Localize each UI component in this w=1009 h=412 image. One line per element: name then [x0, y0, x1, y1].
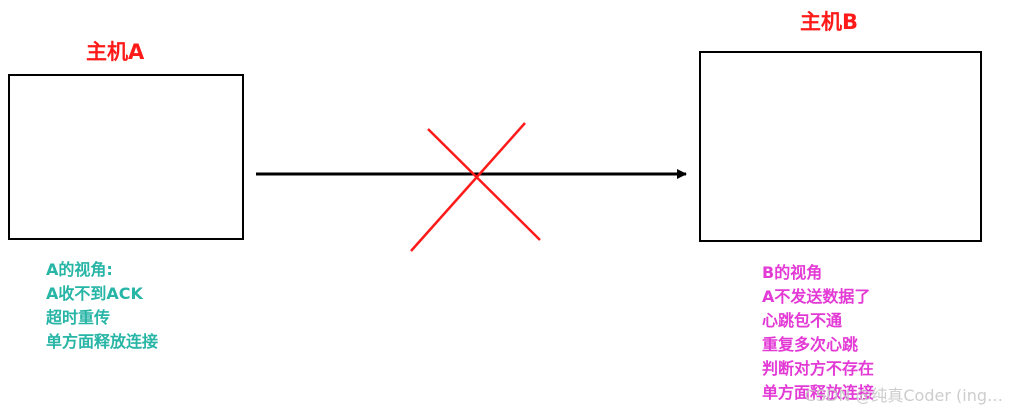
host-b-box	[699, 51, 982, 242]
host-a-box	[8, 74, 244, 240]
host-b-note: 单方面释放连接	[762, 383, 875, 402]
host-a-notes: A的视角: A收不到ACK 超时重传 单方面释放连接	[46, 258, 158, 354]
host-a-note: A的视角:	[46, 260, 113, 279]
host-a-title: 主机A	[86, 40, 145, 64]
host-a-note: 单方面释放连接	[46, 332, 159, 351]
host-b-title: 主机B	[800, 10, 859, 34]
cross-line-2	[410, 122, 526, 252]
host-b-note: B的视角	[762, 263, 823, 282]
host-b-note: A不发送数据了	[762, 287, 871, 306]
host-a-note: A收不到ACK	[46, 284, 143, 303]
watermark: CSDN @纯真Coder (ing…	[804, 386, 1003, 405]
host-b-note: 判断对方不存在	[762, 359, 875, 378]
host-a-note: 超时重传	[46, 308, 111, 327]
host-b-notes: B的视角 A不发送数据了 心跳包不通 重复多次心跳 判断对方不存在 单方面释放连…	[762, 261, 874, 405]
cross-line-1	[427, 128, 541, 241]
host-b-note: 心跳包不通	[762, 311, 843, 330]
host-b-note: 重复多次心跳	[762, 335, 859, 354]
